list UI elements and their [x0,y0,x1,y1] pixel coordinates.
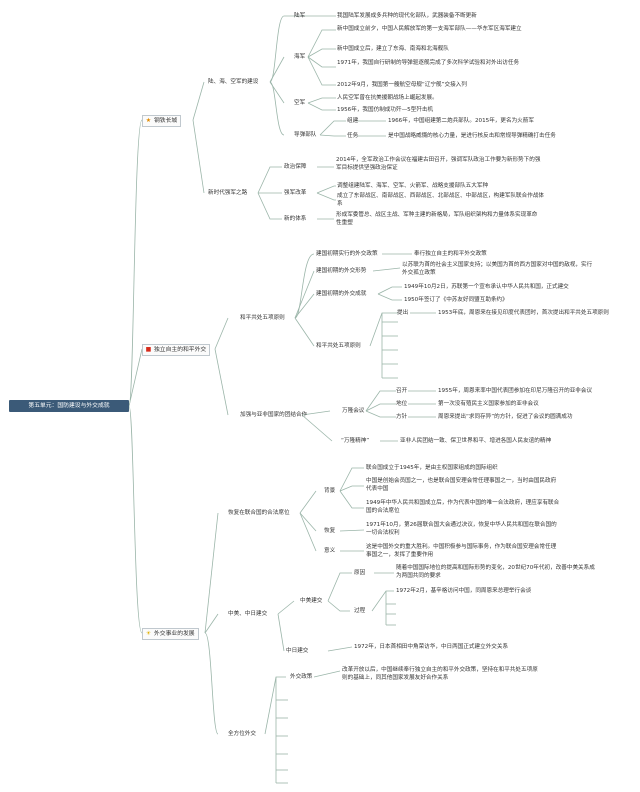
node-foreign-policy-text: 改革开放以后，中国继续奉行独立自主的和平外交政策，坚持在和平共处五项原则的基础上… [342,667,538,681]
node-missile-build-text: 1966年，中国组建第二炮兵部队。2015年，更名为火箭军 [388,118,534,124]
light-icon: ☀ [145,630,152,637]
node-navy-text-4: 2012年9月，我国第一艘航空母舰“辽宁舰”交接入列 [337,82,467,88]
node-early-achievement-text-1: 1949年10月2日，苏联第一个宣布承认中华人民共和国，正式建交 [404,284,569,290]
node-early-policy-text: 奉行独立自主的和平外交政策 [414,251,487,257]
node-air-force[interactable]: 空军 [294,100,306,106]
branch-peaceful-diplomacy-label: 独立自主的和平外交 [154,347,207,353]
node-missile-task[interactable]: 任务 [347,133,359,139]
node-navy[interactable]: 海军 [294,54,306,60]
node-early-situation[interactable]: 建国初期的外交形势 [316,268,367,274]
node-proposed[interactable]: 提出 [397,310,409,316]
node-significance[interactable]: 意义 [324,548,336,554]
node-restore-text: 1971年10月，第26届联合国大会通过决议，恢复中华人民共和国在联合国的一切合… [366,522,557,536]
node-bandung-spirit[interactable]: “万隆精神” [341,438,370,444]
node-air-text-1: 人民空军曾在抗美援朝战场上崛起发展。 [337,95,438,101]
star-icon: ★ [145,117,152,124]
node-reform-text-1: 调整组建陆军、海军、空军、火箭军、战略支援部队五大军种 [337,183,489,189]
node-background-text-2: 中国是创始会员国之一，也是联合国安理会常任理事国之一，当时由国民政府代表中国 [366,478,557,492]
branch-diplomacy-development[interactable]: ☀外交事业的发展 [142,628,199,640]
node-foreign-policy[interactable]: 外交政策 [290,674,313,680]
node-china-us-reason[interactable]: 原因 [354,570,366,576]
node-navy-text-3: 1971年，我国自行研制的导弹驱逐舰完成了多次科学试验和对外出访任务 [337,60,520,66]
node-navy-text-2: 新中国成立后，建立了东海、南海和北海舰队 [337,46,449,52]
branch-steel-wall[interactable]: ★钢铁长城 [142,115,182,127]
node-forces-build[interactable]: 陆、海、空军的建设 [208,79,259,85]
node-early-achievement-text-2: 1950年签订了《中苏友好同盟互助条约》 [404,297,508,303]
node-early-situation-text: 以苏联为首的社会主义国家支持；以美国为首的西方国家对中国的敌视，实行外交孤立政策 [402,262,593,276]
node-missile-force[interactable]: 导弹部队 [294,132,317,138]
node-new-system[interactable]: 新的体系 [284,216,307,222]
node-restore[interactable]: 恢复 [324,528,336,534]
node-background-text-3: 1949年中华人民共和国成立后，作为代表中国的唯一合法政府，理应享有联合国的合法… [366,500,560,514]
node-china-us-process-text: 1972年2月，基辛格访问中国，同周恩来总理举行会谈 [396,588,532,594]
node-bandung-policy[interactable]: 方针 [396,414,408,420]
node-bandung-spirit-text: 亚非人民团结一致、保卫世界和平、增进各国人民友谊的精神 [400,438,552,444]
node-bandung-status-text: 第一次没有殖民主义国家参加的亚非会议 [438,401,539,407]
node-early-policy[interactable]: 建国初期实行的外交政策 [316,251,378,257]
node-background-text-1: 联合国成立于1945年，是由主权国家组成的国际组织 [366,465,498,471]
node-china-us-reason-text: 随着中国国际地位的提高和国际形势的变化，20世纪70年代初，改善中美关系成为两国… [396,565,595,579]
node-bandung[interactable]: 万隆会议 [342,408,365,414]
node-all-round[interactable]: 全方位外交 [228,731,256,737]
node-bandung-status[interactable]: 地位 [396,401,408,407]
node-afro-asian[interactable]: 加强与亚非国家的团结合作 [240,412,308,418]
flag-icon: ■ [145,346,152,353]
node-missile-build[interactable]: 组建 [347,118,359,124]
branch-diplomacy-development-label: 外交事业的发展 [154,631,195,637]
node-china-us[interactable]: 中美建交 [300,598,323,604]
node-background[interactable]: 背景 [324,488,336,494]
node-proposed-text: 1953年底，周恩来在接见印度代表团时，首次提出和平共处五项原则 [438,310,609,316]
node-us-japan[interactable]: 中美、中日建交 [228,611,268,617]
node-china-japan-text: 1972年，日本首相田中角荣访华，中日两国正式建立外交关系 [354,644,509,650]
node-significance-text: 这是中国外交的重大胜利。中国积极参与国际事务，作为联合国安理会常任理事国之一，发… [366,544,557,558]
node-china-us-process[interactable]: 过程 [354,608,366,614]
node-political-text: 2014年，全军政治工作会议在福建古田召开，强调军队政治工作要为新形势下的强军目… [336,157,541,171]
node-political[interactable]: 政治保障 [284,164,307,170]
node-new-era[interactable]: 新时代强军之路 [208,190,248,196]
node-bandung-held-text: 1955年，周恩来率中国代表团参加在印尼万隆召开的亚非会议 [438,388,593,394]
node-bandung-policy-text: 周恩来提出“求同存异”的方针，促进了会议的圆满成功 [438,414,573,420]
node-five-principles-main[interactable]: 和平共处五项原则 [240,315,285,321]
node-navy-text-1: 新中国成立前夕，中国人民解放军的第一支海军部队——华东军区海军建立 [337,26,522,32]
node-china-japan[interactable]: 中日建交 [286,648,309,654]
node-missile-task-text: 是中国战略威慑的核心力量，是进行核反击和常规导弹精确打击任务 [388,133,556,139]
branch-peaceful-diplomacy[interactable]: ■独立自主的和平外交 [142,344,211,356]
node-air-text-2: 1956年，我国仿制成功歼—5型歼击机 [337,107,434,113]
node-un-seat[interactable]: 恢复在联合国的合法席位 [228,510,290,516]
node-reform-text-2: 成立了东部战区、南部战区、西部战区、北部战区、中部战区，构建军队联合作战体系 [337,193,544,207]
root-node[interactable]: 第五单元：国防建设与外交成就 [9,400,129,412]
node-reform[interactable]: 强军改革 [284,190,307,196]
node-bandung-held[interactable]: 召开 [396,388,408,394]
node-five-principles[interactable]: 和平共处五项原则 [316,343,361,349]
node-army-text: 我国陆军发展成多兵种的现代化部队，武器装备不断更新 [337,13,477,19]
node-new-system-text: 形成军委管总、战区主战、军种主建的新格局，军队组织架构和力量体系实现革命性重塑 [336,212,538,226]
branch-steel-wall-label: 钢铁长城 [154,118,178,124]
node-army[interactable]: 陆军 [294,13,306,19]
node-early-achievement[interactable]: 建国初期的外交成就 [316,291,367,297]
